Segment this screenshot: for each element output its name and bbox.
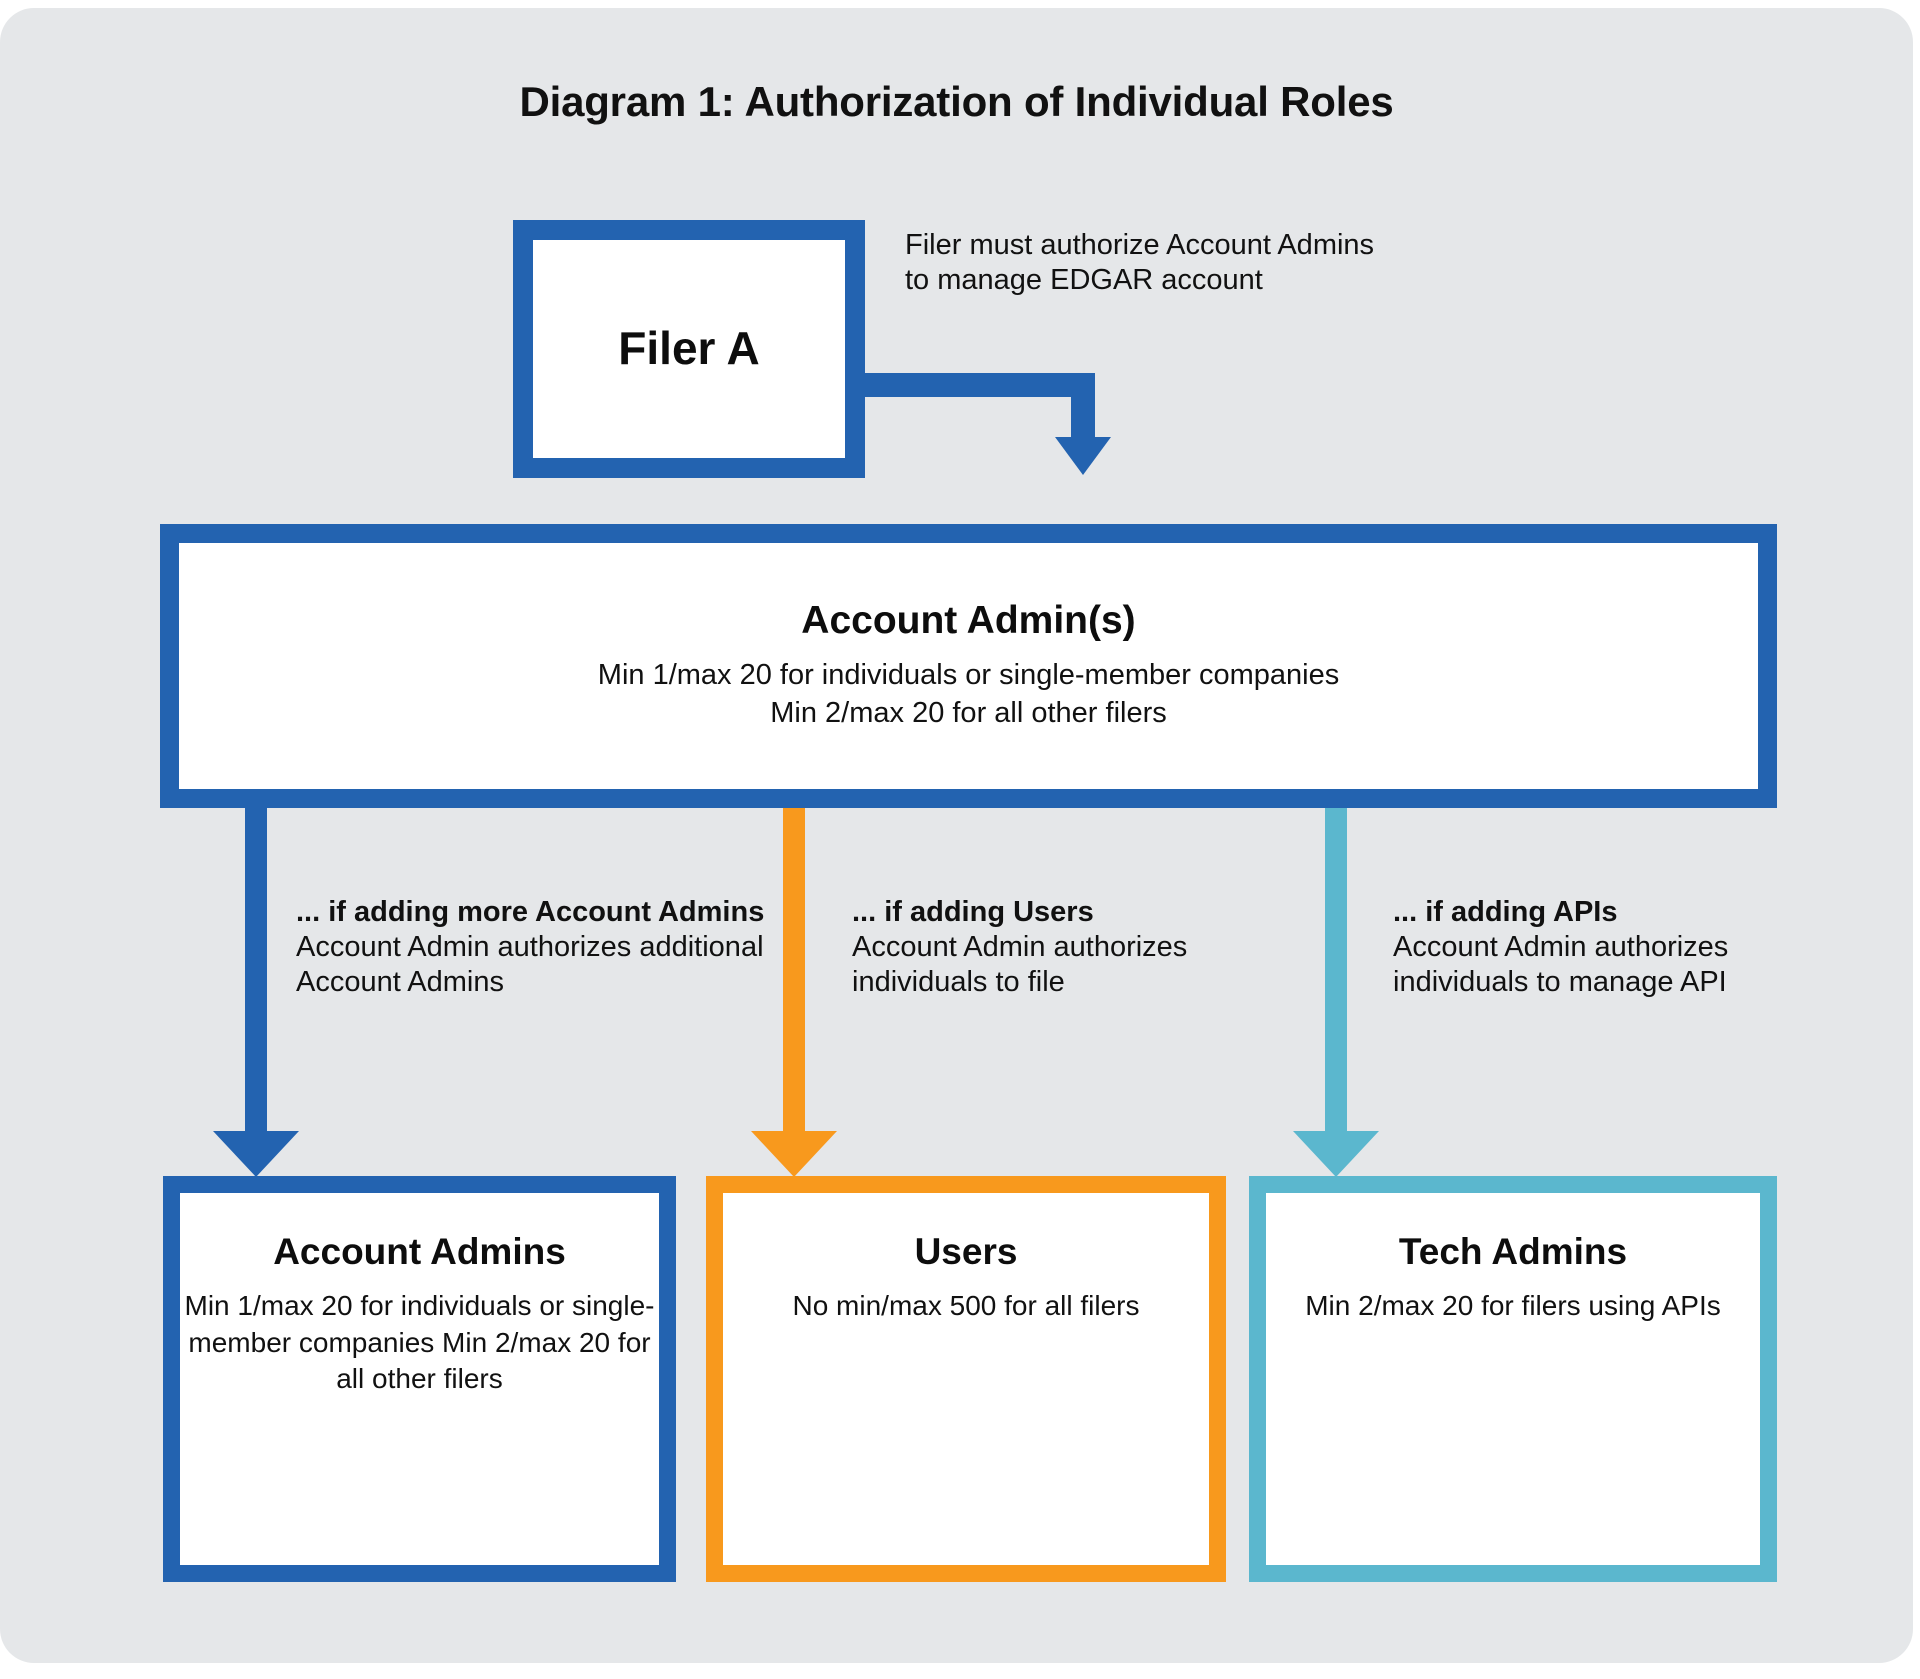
filer-a-note: Filer must authorize Account Admins to m… (905, 229, 1375, 297)
branch-arrow-tech-admins-head-icon (1293, 1131, 1379, 1177)
tech-admins-result-title: Tech Admins (1398, 1231, 1628, 1272)
branch-note-users-text: Account Admin authorizes individuals to … (852, 930, 1188, 998)
branch-arrow-users-head-icon (751, 1131, 837, 1177)
filer-connector-vertical (1071, 373, 1095, 439)
branch-note-account-admins-text: Account Admin authorizes additional Acco… (296, 930, 764, 998)
tech-admins-result-body: Min 2/max 20 for filers using APIs (1305, 1290, 1721, 1322)
branch-arrow-account-admins-head-icon (213, 1131, 299, 1177)
account-admins-result-title: Account Admins (273, 1231, 566, 1272)
filer-a-box: Filer A (513, 220, 865, 478)
filer-connector-arrowhead-icon (1055, 437, 1111, 475)
branch-arrow-tech-admins-stem (1325, 808, 1347, 1133)
account-admins-result-box: Account Admins Min 1/max 20 for individu… (163, 1176, 676, 1582)
users-result-box: Users No min/max 500 for all filers (706, 1176, 1226, 1582)
branch-note-account-admins: ... if adding more Account Admins Accoun… (296, 895, 776, 999)
filer-connector-horizontal (846, 373, 1095, 397)
branch-arrow-account-admins-stem (245, 808, 267, 1133)
users-result-title: Users (914, 1231, 1018, 1272)
branch-arrow-users-stem (783, 808, 805, 1133)
users-result-body: No min/max 500 for all filers (792, 1290, 1140, 1322)
branch-note-tech-admins-text: Account Admin authorizes individuals to … (1393, 930, 1729, 998)
account-admins-main-title: Account Admin(s) (801, 599, 1136, 643)
tech-admins-result-box: Tech Admins Min 2/max 20 for filers usin… (1249, 1176, 1777, 1582)
branch-note-account-admins-lead: ... if adding more Account Admins (296, 896, 765, 928)
account-admins-main-body: Min 1/max 20 for individuals or single-m… (597, 659, 1340, 729)
account-admins-result-body: Min 1/max 20 for individuals or single-m… (184, 1290, 655, 1395)
filer-a-title: Filer A (618, 322, 760, 375)
branch-note-tech-admins-lead: ... if adding APIs (1393, 896, 1618, 928)
account-admins-main-box: Account Admin(s) Min 1/max 20 for indivi… (160, 524, 1777, 808)
branch-note-users-lead: ... if adding Users (852, 896, 1094, 928)
diagram-title: Diagram 1: Authorization of Individual R… (519, 78, 1394, 125)
